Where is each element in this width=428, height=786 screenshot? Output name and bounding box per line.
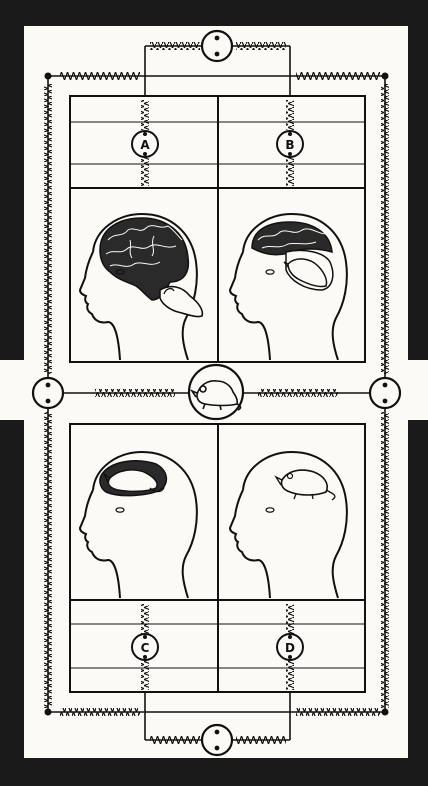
meter-a: A — [132, 131, 158, 157]
terminal-icon — [202, 31, 232, 61]
terminal-icon — [370, 378, 400, 408]
meter-label-a: A — [140, 138, 150, 152]
meter-d: D — [277, 634, 303, 660]
center-rat-node — [189, 365, 243, 419]
meter-b: B — [277, 131, 303, 157]
meter-label-d: D — [285, 641, 295, 655]
terminal-icon — [33, 378, 63, 408]
terminal-icon — [202, 725, 232, 755]
meter-label-b: B — [285, 138, 294, 152]
meter-label-c: C — [141, 641, 150, 655]
meter-c: C — [132, 634, 158, 660]
